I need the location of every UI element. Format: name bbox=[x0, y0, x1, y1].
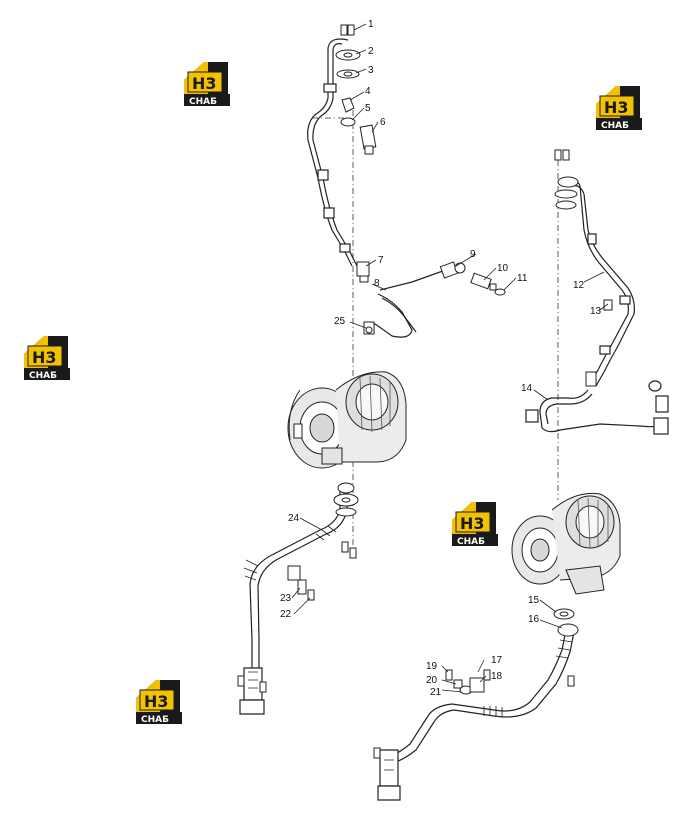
callouts: 1 2 3 4 5 6 7 8 9 10 11 12 13 14 15 16 1… bbox=[280, 19, 602, 698]
callout-17: 17 bbox=[491, 655, 503, 666]
callout-18: 18 bbox=[491, 671, 503, 682]
callout-16: 16 bbox=[528, 614, 540, 625]
callout-2: 2 bbox=[368, 46, 374, 57]
right-top-fittings bbox=[554, 149, 613, 387]
watermark-logo: Н3 СНАБ bbox=[183, 61, 231, 107]
callout-5: 5 bbox=[365, 103, 371, 114]
fittings-7-to-11 bbox=[356, 261, 506, 338]
oil-return-line-right bbox=[377, 629, 575, 801]
watermark-logo: Н3 СНАБ bbox=[23, 335, 71, 381]
callout-6: 6 bbox=[380, 117, 386, 128]
return-line-right-fittings bbox=[373, 608, 579, 759]
callout-10: 10 bbox=[497, 263, 509, 274]
watermark-letters: Н3 bbox=[144, 692, 169, 711]
callout-13: 13 bbox=[590, 306, 602, 317]
turbocharger-left bbox=[287, 371, 407, 469]
callout-21: 21 bbox=[430, 687, 442, 698]
watermark-letters: Н3 bbox=[32, 348, 57, 367]
callout-9: 9 bbox=[470, 249, 476, 260]
callout-3: 3 bbox=[368, 65, 374, 76]
callout-7: 7 bbox=[378, 255, 384, 266]
callout-14: 14 bbox=[521, 383, 533, 394]
callout-23: 23 bbox=[280, 593, 292, 604]
callout-24: 24 bbox=[288, 513, 300, 524]
turbocharger-right bbox=[511, 492, 621, 595]
watermark-letters: Н3 bbox=[192, 74, 217, 93]
centerlines bbox=[312, 110, 559, 560]
callout-20: 20 bbox=[426, 675, 438, 686]
oil-feed-branch-right bbox=[525, 380, 669, 435]
watermark-letters: Н3 bbox=[460, 514, 485, 533]
watermark-logo: Н3 СНАБ bbox=[451, 501, 499, 547]
bolts-and-washers-left-top bbox=[335, 24, 377, 155]
watermark-label: СНАБ bbox=[141, 715, 169, 725]
watermark-letters: Н3 bbox=[604, 98, 629, 117]
callout-25: 25 bbox=[334, 316, 346, 327]
callout-12: 12 bbox=[573, 280, 585, 291]
callout-11: 11 bbox=[517, 273, 528, 284]
oil-feed-line-left bbox=[307, 38, 358, 267]
callout-22: 22 bbox=[280, 609, 292, 620]
callout-19: 19 bbox=[426, 661, 438, 672]
oil-return-line-left bbox=[239, 490, 348, 715]
leader-lines bbox=[291, 23, 609, 693]
callout-15: 15 bbox=[528, 595, 540, 606]
callout-1: 1 bbox=[368, 19, 374, 30]
watermark-logo: Н3 СНАБ bbox=[135, 679, 183, 725]
watermark-label: СНАБ bbox=[601, 121, 629, 131]
return-line-left-fittings bbox=[237, 482, 359, 693]
watermark-logo: Н3 СНАБ bbox=[595, 85, 643, 131]
callout-4: 4 bbox=[365, 86, 371, 97]
watermark-label: СНАБ bbox=[29, 371, 57, 381]
watermark-label: СНАБ bbox=[457, 537, 485, 547]
watermark-label: СНАБ bbox=[189, 97, 217, 107]
callout-8: 8 bbox=[374, 278, 380, 289]
